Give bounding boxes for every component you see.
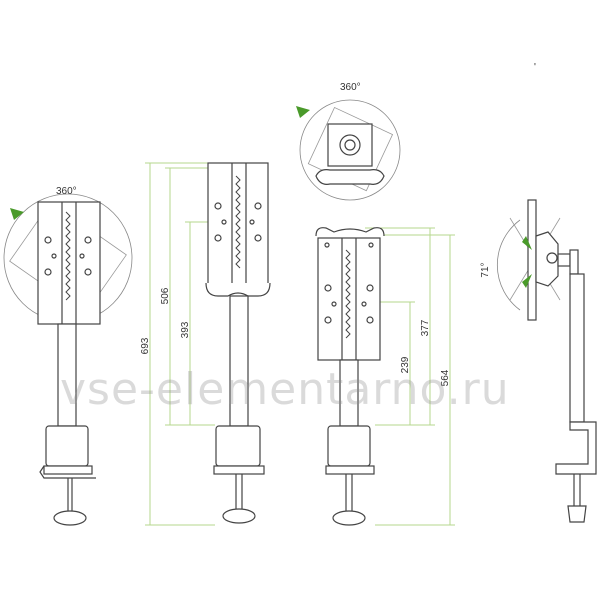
view-front-center xyxy=(205,162,271,524)
dim-label-564: 564 xyxy=(440,369,451,386)
dim-label-239: 239 xyxy=(400,356,411,373)
rotation-label-left: 360° xyxy=(56,186,77,197)
view-front-right xyxy=(299,99,401,526)
tilt-angle-label: 71° xyxy=(480,262,491,277)
tilt-arrow-icon xyxy=(522,236,532,250)
view-side-tilt xyxy=(497,199,597,523)
rotation-label-center: 360° xyxy=(340,82,361,93)
tilt-arrow-icon xyxy=(522,274,532,288)
view-rotation-left xyxy=(3,193,133,526)
dim-label-693: 693 xyxy=(140,337,151,354)
rotation-arrow-icon xyxy=(10,208,24,220)
corner-mark: ' xyxy=(534,62,536,73)
dim-label-393: 393 xyxy=(180,321,191,338)
dimension-lines xyxy=(145,162,455,526)
dim-label-377: 377 xyxy=(420,319,431,336)
dim-label-506: 506 xyxy=(160,287,171,304)
rotation-arrow-icon xyxy=(296,106,310,118)
